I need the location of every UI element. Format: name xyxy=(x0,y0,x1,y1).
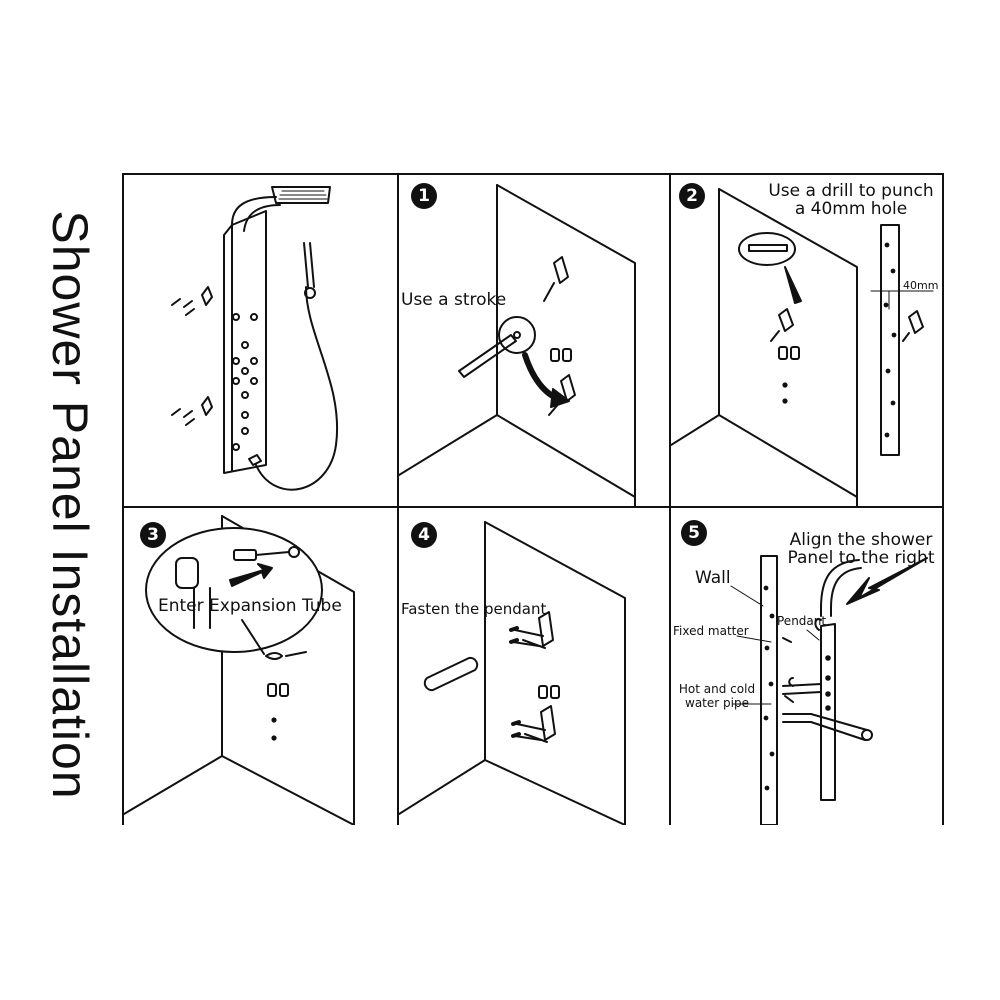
panel-step-3: 3 Enter Expansion Tube xyxy=(124,508,397,825)
wall-label: Wall xyxy=(695,568,731,588)
step-4-illustration xyxy=(399,521,626,825)
step-badge-2: 2 xyxy=(679,183,705,209)
step-badge-1: 1 xyxy=(411,183,437,209)
step-5-caption-line-2: Panel to the right xyxy=(787,548,935,568)
panel-step-4: 4 Fasten the pendant xyxy=(399,508,669,825)
pendant-label: Pendant xyxy=(777,614,827,628)
step-5-caption-line-1: Align the shower xyxy=(789,530,933,550)
panel-overview xyxy=(124,175,397,506)
grid-border-left xyxy=(122,173,124,825)
step-5-illustration xyxy=(730,555,928,825)
water-pipe-label-line-1: Hot and cold xyxy=(678,682,756,696)
panel-step-5: 5 Align the shower Panel to the right Wa… xyxy=(671,508,942,825)
grid-border-top xyxy=(122,173,944,175)
water-pipe-label-line-2: water pipe xyxy=(685,696,749,710)
step-2-caption-line-1: Use a drill to punch xyxy=(768,181,934,201)
grid-divider-2 xyxy=(669,173,671,825)
step-4-caption: Fasten the pendant xyxy=(401,600,547,618)
grid-border-right xyxy=(942,173,944,825)
step-badge-3: 3 xyxy=(140,522,166,548)
panel-step-2: 2 Use a drill to punch a 40mm hole 40mm xyxy=(671,175,942,506)
step-badge-5: 5 xyxy=(681,520,707,546)
step-2-caption-line-2: a 40mm hole xyxy=(794,199,908,219)
panel-step-1: 1 Use a stroke xyxy=(399,175,669,506)
step-1-illustration xyxy=(399,184,636,506)
grid-divider-1 xyxy=(397,173,399,825)
step-1-caption: Use a stroke xyxy=(401,290,507,310)
shower-panel-overview-illustration xyxy=(171,186,339,491)
grid-divider-middle xyxy=(122,506,944,508)
step-3-illustration xyxy=(124,515,355,825)
step-badge-4: 4 xyxy=(411,522,437,548)
fixed-matter-label: Fixed matter xyxy=(673,624,749,638)
step-2-illustration xyxy=(671,188,934,506)
page-title: Shower Panel Installation xyxy=(42,210,98,800)
step-3-caption: Enter Expansion Tube xyxy=(158,596,342,616)
dimension-label: 40mm xyxy=(903,279,939,292)
instruction-grid: 1 Use a stroke xyxy=(122,173,944,825)
